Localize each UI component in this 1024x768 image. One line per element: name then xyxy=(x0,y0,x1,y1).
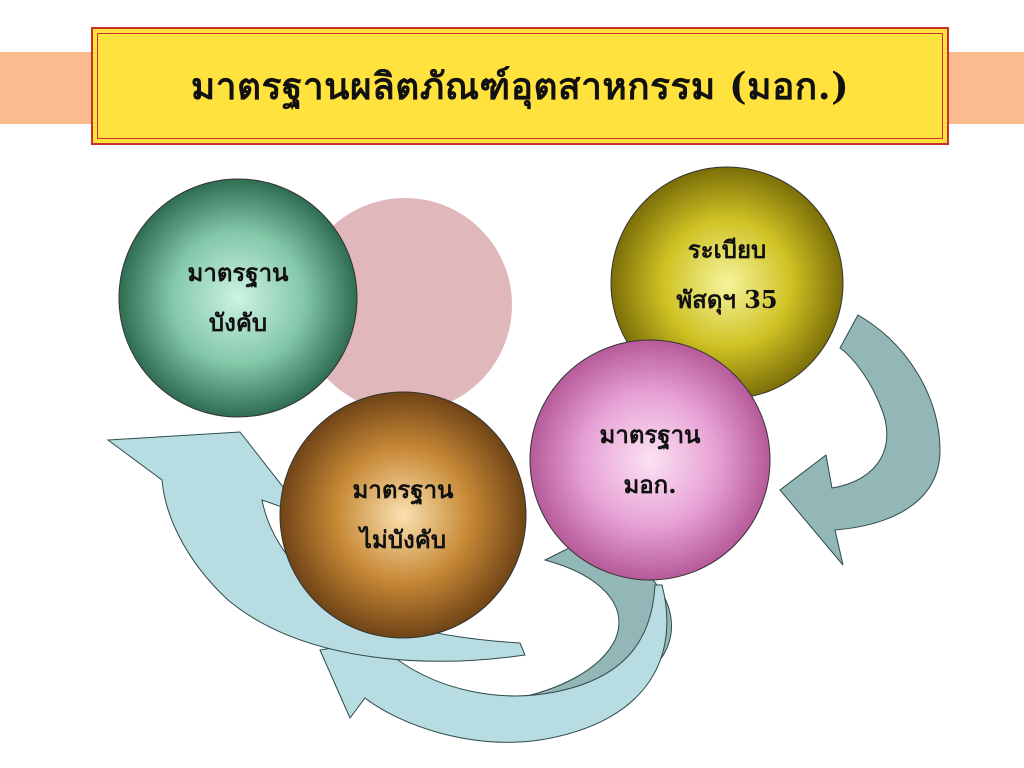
label-tis: มาตรฐาน มอก. xyxy=(560,410,740,510)
bottom-light-arrow xyxy=(319,584,668,743)
circle-voluntary xyxy=(279,391,527,639)
label-voluntary: มาตรฐาน ไม่บังคับ xyxy=(313,465,493,565)
label-regulation: ระเบียบ พัสดุฯ 35 xyxy=(637,225,817,325)
circle-tis xyxy=(529,339,771,581)
label-tis-line2: มอก. xyxy=(623,470,677,499)
slide-title: มาตรฐานผลิตภัณฑ์อุตสาหกรรม (มอก.) xyxy=(190,63,850,108)
label-mandatory-line1: มาตรฐาน xyxy=(187,258,289,287)
label-voluntary-line2: ไม่บังคับ xyxy=(359,525,447,554)
label-mandatory-line2: บังคับ xyxy=(208,308,268,337)
title-box: มาตรฐานผลิตภัณฑ์อุตสาหกรรม (มอก.) xyxy=(91,27,949,145)
faded-circle xyxy=(298,198,512,412)
label-regulation-line1: ระเบียบ xyxy=(687,235,767,264)
label-regulation-line2: พัสดุฯ 35 xyxy=(676,285,778,314)
label-tis-line1: มาตรฐาน xyxy=(599,420,701,449)
label-voluntary-line1: มาตรฐาน xyxy=(352,475,454,504)
label-mandatory: มาตรฐาน บังคับ xyxy=(148,248,328,348)
circle-mandatory xyxy=(118,178,358,418)
right-curved-arrow xyxy=(779,314,941,566)
